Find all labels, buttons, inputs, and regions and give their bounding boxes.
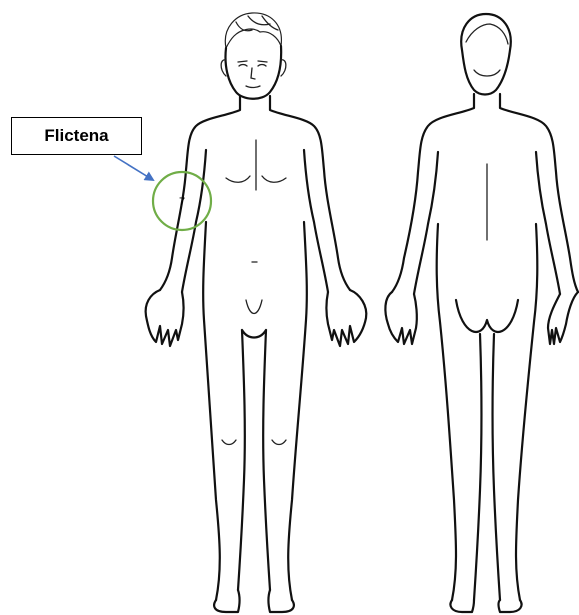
front-body-figure — [146, 13, 367, 612]
back-right-hand — [548, 292, 578, 344]
front-groin — [246, 300, 262, 314]
back-head — [461, 14, 511, 95]
back-hair — [466, 24, 508, 76]
front-legs-outline — [203, 222, 307, 600]
back-buttocks — [456, 300, 518, 332]
front-right-hand — [327, 290, 367, 346]
annotation-arrow — [114, 156, 153, 180]
front-inner-legs — [238, 330, 270, 590]
back-inner-legs — [474, 334, 500, 600]
annotation-label: Flictena — [44, 126, 108, 146]
back-legs-outline — [437, 224, 538, 600]
back-left-hand — [385, 292, 416, 344]
annotation-label-box: Flictena — [11, 117, 142, 155]
back-body-figure — [385, 14, 578, 612]
marker-number: 7 — [179, 196, 185, 208]
front-knees — [222, 440, 286, 445]
back-feet — [450, 600, 521, 612]
front-left-hand — [146, 290, 184, 346]
front-feet — [214, 590, 294, 612]
front-head — [225, 46, 281, 99]
front-face-features — [238, 61, 267, 88]
front-chest-lines — [226, 140, 286, 190]
front-hair — [225, 13, 281, 48]
